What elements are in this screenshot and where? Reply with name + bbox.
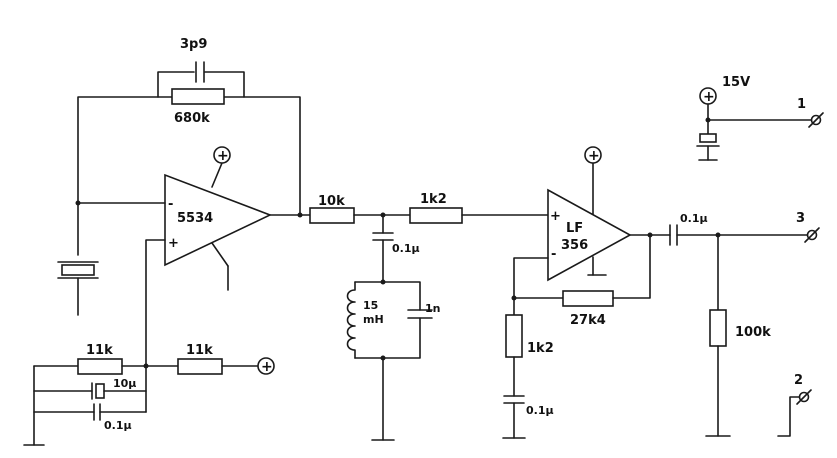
capacitor-3p9: 3p9	[180, 37, 207, 83]
opamp-lf356-inv: -	[551, 247, 556, 262]
lc-tank: 15 mH 1n	[346, 281, 441, 441]
junction-dots	[75, 117, 721, 361]
capacitor-1n-label: 1n	[425, 302, 441, 315]
capacitor-ground-01u: 0.1µ	[502, 395, 554, 439]
inductor-label-a: 15	[363, 299, 378, 312]
resistor-1k2-series: 1k2	[409, 192, 463, 224]
plus-glyph: +	[703, 89, 715, 105]
opamp-lf356-label-2: 356	[561, 238, 588, 253]
resistor-1k2-ground: 1k2	[505, 297, 554, 397]
terminal-1: 1	[797, 97, 824, 128]
resistor-680k: 680k	[171, 88, 225, 126]
opamp-5534-inv: -	[168, 197, 173, 212]
capacitor-shunt-label: 0.1µ	[392, 242, 420, 255]
resistor-100k-label: 100k	[735, 325, 771, 340]
resistor-10k: 10k	[309, 194, 355, 224]
supply-15v: + 15V	[696, 75, 813, 161]
supply-plus-op1: +	[213, 146, 231, 164]
terminal-2: 2	[777, 373, 812, 437]
capacitor-shunt: 0.1µ	[372, 214, 420, 283]
resistor-1k2-series-label: 1k2	[420, 192, 447, 207]
capacitor-3p9-label: 3p9	[180, 37, 207, 52]
capacitor-01u-bias-label: 0.1µ	[104, 419, 132, 432]
resistor-10k-label: 10k	[318, 194, 345, 209]
resistor-1k2-ground-label: 1k2	[527, 341, 554, 356]
resistor-11k-right-label: 11k	[186, 343, 213, 358]
supply-15v-label: 15V	[722, 75, 750, 90]
capacitor-output: 0.1µ	[669, 212, 809, 246]
inductor-label-b: mH	[363, 313, 384, 326]
capacitor-10u-label: 10µ	[113, 377, 136, 390]
opamp-lf356-label-1: LF	[566, 221, 583, 236]
plus-glyph: +	[261, 359, 273, 375]
terminal-1-label: 1	[797, 97, 806, 112]
resistor-11k-left-label: 11k	[86, 343, 113, 358]
capacitor-output-label: 0.1µ	[680, 212, 708, 225]
terminal-2-label: 2	[794, 373, 803, 388]
resistor-27k4-label: 27k4	[570, 313, 606, 328]
opamp-lf356-noninv: +	[550, 209, 561, 224]
terminal-3: 3	[796, 211, 820, 243]
bias-network: 11k 11k 10µ 0.1µ	[23, 343, 259, 446]
capacitor-ground-01u-label: 0.1µ	[526, 404, 554, 417]
supply-plus-bias: +	[257, 357, 275, 375]
resistor-27k4: 27k4	[513, 234, 651, 328]
opamp-5534: 5534 - +	[77, 162, 311, 291]
opamp-5534-label: 5534	[177, 211, 213, 226]
plus-glyph: +	[217, 148, 229, 164]
supply-plus-op2: +	[584, 146, 602, 164]
resistor-680k-label: 680k	[174, 111, 210, 126]
opamp-5534-noninv: +	[168, 236, 179, 251]
piezo-element	[57, 261, 99, 316]
bias-line	[145, 239, 166, 367]
terminal-3-label: 3	[796, 211, 805, 226]
resistor-100k: 100k	[705, 234, 771, 437]
plus-glyph: +	[588, 148, 600, 164]
opamp-lf356: LF 356 + -	[513, 162, 671, 299]
